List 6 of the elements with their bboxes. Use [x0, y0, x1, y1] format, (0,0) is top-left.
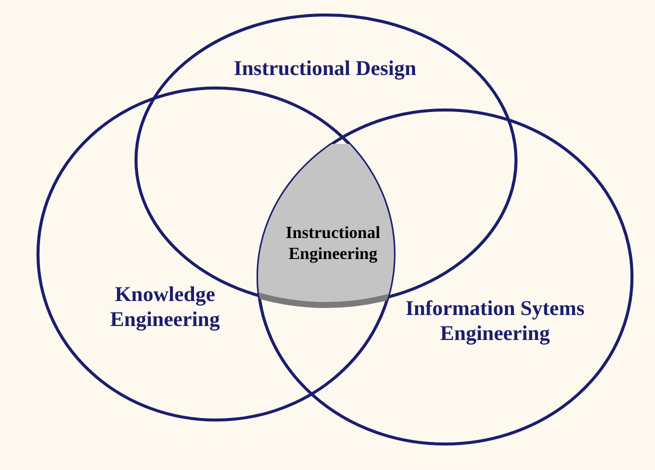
venn-ellipse: [36, 86, 396, 422]
region-label: Knowledge Engineering: [109, 282, 221, 332]
region-label: Information Sytems Engineering: [404, 296, 586, 346]
region-label: Instructional Design: [232, 56, 418, 82]
intersection-label: Instructional Engineering: [284, 222, 382, 264]
venn-ellipse: [256, 108, 634, 446]
